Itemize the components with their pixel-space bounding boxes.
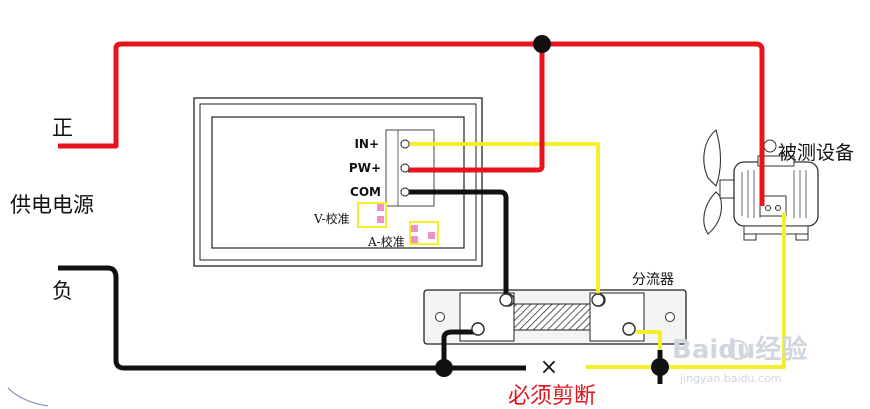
calibration-pad xyxy=(377,216,384,223)
paw-icon xyxy=(728,340,748,360)
motor-terminal xyxy=(765,205,771,211)
shunt-mount-hole-right xyxy=(665,312,675,322)
junction-load xyxy=(651,358,669,376)
terminal-com-cap xyxy=(400,187,410,197)
negative-label: 负 xyxy=(52,279,73,303)
shunt-screw-cap xyxy=(591,293,605,307)
calibration-pad xyxy=(377,204,384,211)
wire-com-to-shunt xyxy=(408,189,509,300)
motor-terminal xyxy=(775,205,781,211)
shunt-mount-hole-left xyxy=(435,312,445,322)
positive-label: 正 xyxy=(52,116,73,140)
watermark: Baidu经验 jingyan.baidu.com xyxy=(672,334,807,385)
shunt-label: 分流器 xyxy=(632,272,674,288)
wire-positive-main xyxy=(58,41,765,206)
calibration-pad xyxy=(428,232,435,239)
junction-negative xyxy=(435,359,453,377)
power-supply-label: 供电电源 xyxy=(10,193,94,217)
calibration-v-label: V-校准 xyxy=(313,211,350,226)
shunt-screw-cap xyxy=(622,322,636,336)
pin-label-com: COM xyxy=(350,185,381,199)
wire-load-return xyxy=(660,212,786,369)
wire-shunt-to-load xyxy=(586,330,662,369)
shunt-screw-cap xyxy=(471,322,485,336)
wire-in-plus-to-shunt xyxy=(410,142,600,300)
cut-mark: × xyxy=(540,355,558,380)
calibration-a-jumper xyxy=(409,221,439,245)
terminal-in-plus-cap xyxy=(400,139,410,149)
pin-label-in-plus: IN+ xyxy=(354,137,379,151)
wire-negative-main xyxy=(58,265,526,371)
wire-positive-to-pw xyxy=(408,44,545,173)
calibration-v-jumper xyxy=(357,202,387,228)
junction-positive xyxy=(533,35,551,53)
page-corner-curve xyxy=(7,387,49,407)
shunt-screw-cap xyxy=(499,293,513,307)
pin-label-pw-plus: PW+ xyxy=(349,161,381,175)
shunt-resistor xyxy=(423,289,687,345)
wire-negative-to-shunt xyxy=(441,329,478,368)
motor-icon xyxy=(703,129,819,241)
calibration-pad xyxy=(411,225,418,232)
calibration-pad xyxy=(411,236,418,243)
watermark-url: jingyan.baidu.com xyxy=(679,372,782,385)
panel-meter: IN+ PW+ COM V-校准 A-校准 xyxy=(193,97,483,267)
shunt-resistance-strip xyxy=(513,303,591,331)
calibration-a-label: A-校准 xyxy=(367,234,405,249)
must-cut-label: 必须剪断 xyxy=(508,384,596,409)
device-under-test-label: 被测设备 xyxy=(778,142,854,164)
watermark-brand: Baidu经验 xyxy=(672,334,807,365)
terminal-pw-plus-cap xyxy=(400,163,410,173)
